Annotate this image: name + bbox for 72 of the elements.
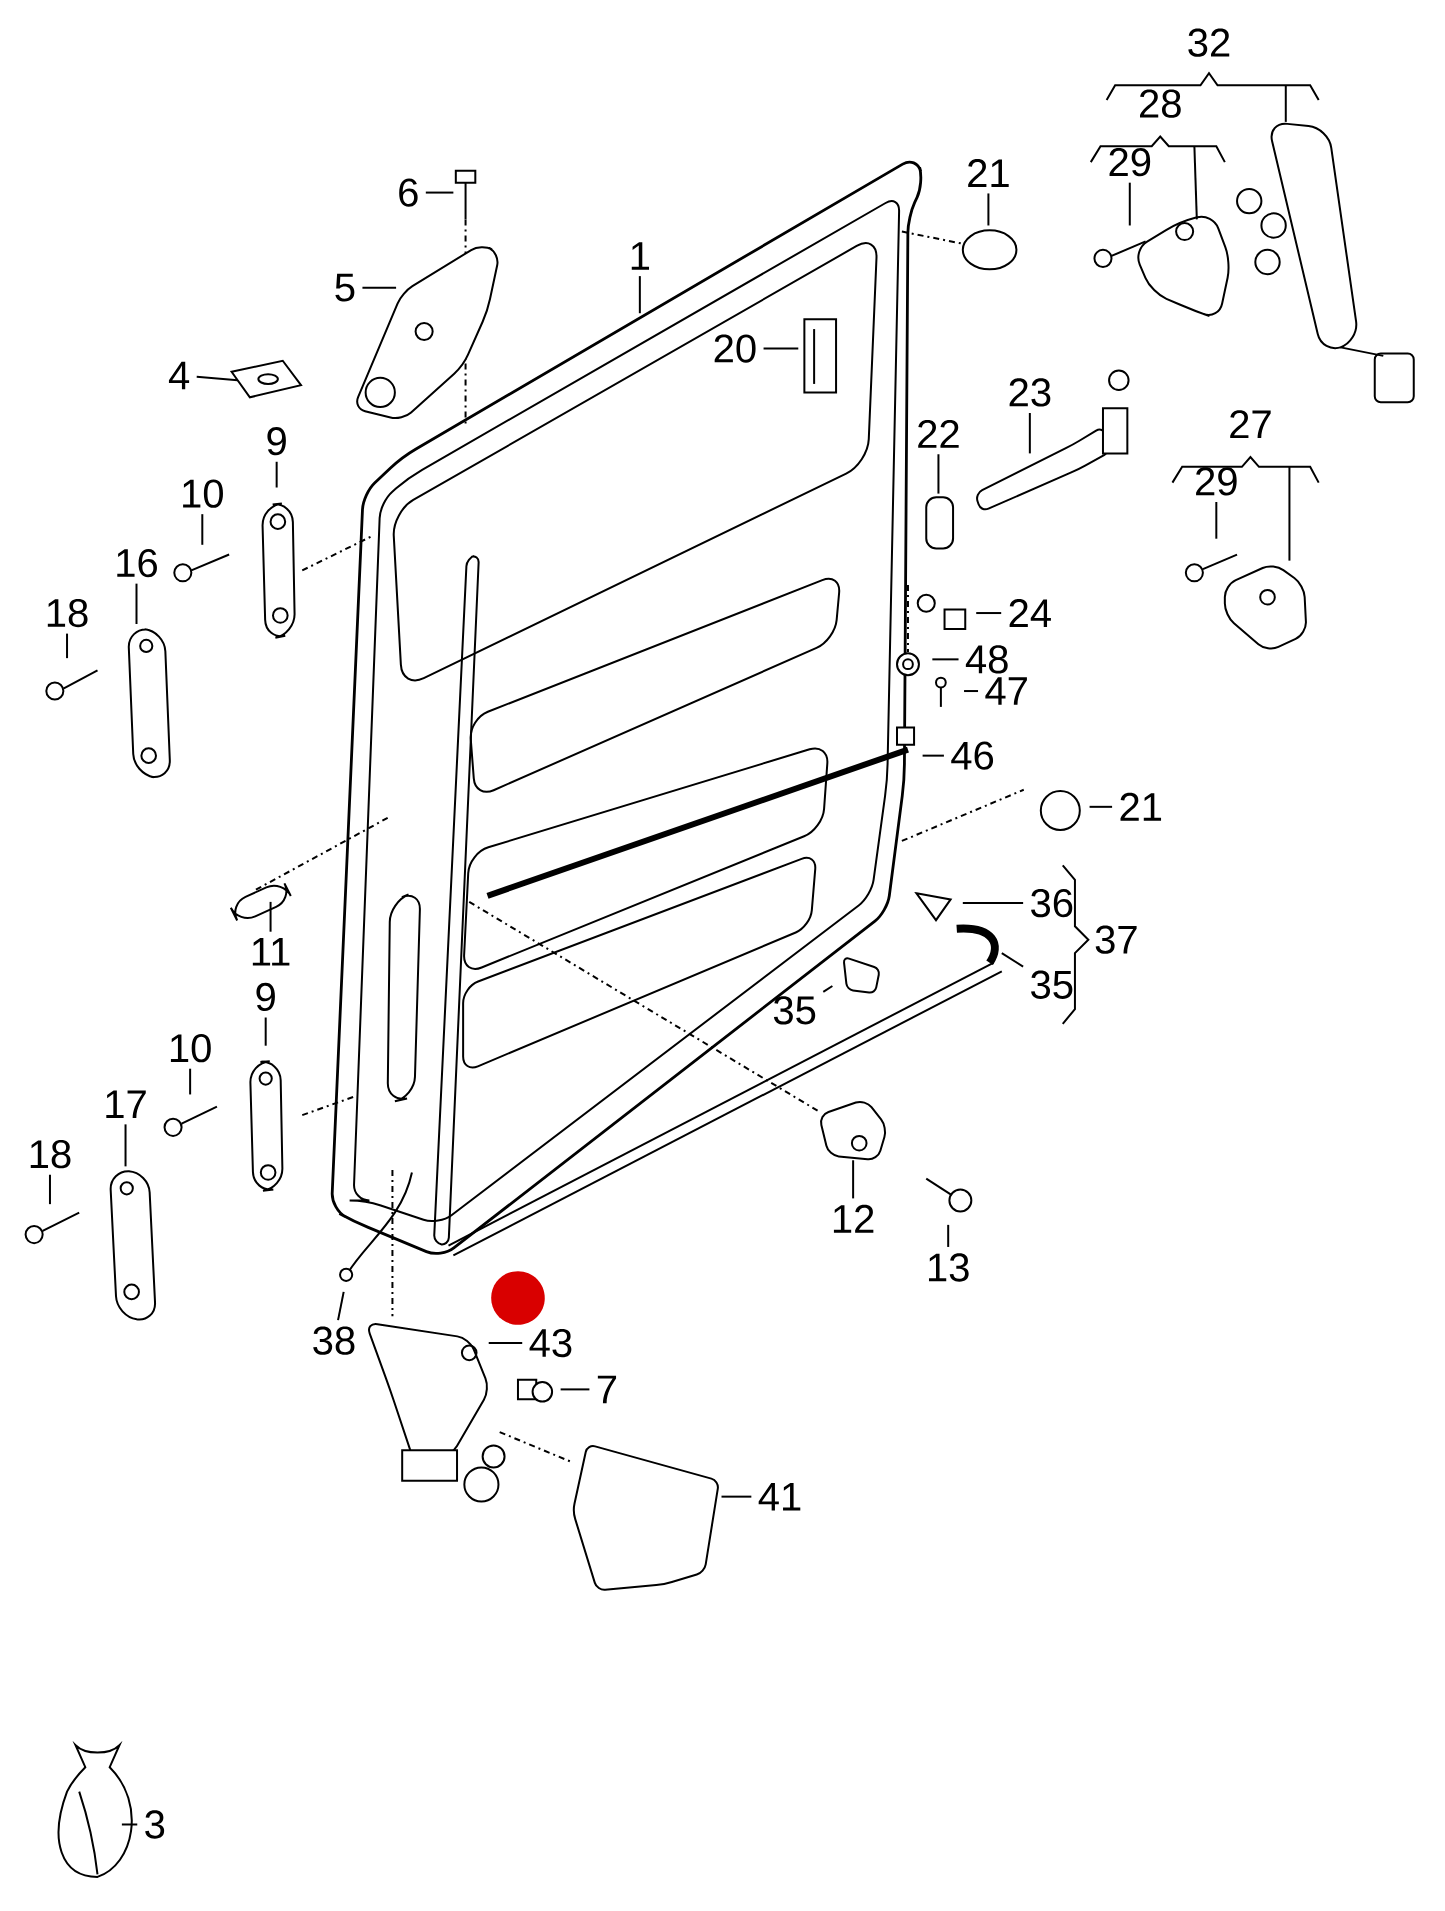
callout-number: 5 [335,273,355,302]
callout-number: 10 [170,1034,211,1063]
callout-number: 6 [399,178,418,207]
callout-number: 32 [1188,28,1230,57]
leader-line [822,985,834,993]
leader-line [962,690,979,693]
leader-line [1028,412,1031,455]
leader-line [120,1823,139,1826]
leader-line [188,1067,191,1096]
callout-number: 38 [313,1326,355,1355]
callout-number: 36 [1030,888,1073,918]
leader-line [1088,805,1113,808]
leader-line [975,612,1002,615]
callout-number: 12 [833,1204,874,1233]
callout-number: 35 [1030,970,1073,999]
leader-line [1215,501,1218,540]
leader-line [275,460,278,489]
leader-line [851,1159,854,1200]
leader-line [931,658,960,661]
callout-number: 10 [182,479,223,508]
leader-line [135,582,138,625]
callout-number: 18 [30,1140,71,1169]
leader-line [336,1290,345,1322]
callout-number: 35 [773,996,815,1025]
callout-number: 43 [529,1328,572,1358]
callout-number: 1 [631,242,649,270]
callout-number: 47 [985,677,1027,705]
leader-line [937,453,940,495]
leader-line [361,286,397,289]
leader-line [65,632,68,660]
callout-number: 17 [106,1090,146,1118]
callout-number: 37 [1095,925,1137,954]
leader-line [1128,181,1131,227]
callout-number: 29 [1195,467,1237,496]
leader-line [124,1123,127,1168]
callout-number: 13 [928,1253,969,1282]
callout-number: 22 [918,419,959,448]
leader-line [195,375,239,382]
leader-line [947,1223,949,1248]
callout-number: 21 [1120,792,1161,821]
callout-number: 27 [1230,410,1271,439]
leader-line [559,1388,591,1391]
leader-line [201,513,204,546]
leader-line [720,1495,753,1498]
leader-line [424,191,455,194]
leader-line [487,1342,523,1345]
callout-number: 16 [117,548,157,578]
callout-number: 11 [252,938,290,966]
callout-number: 9 [256,982,275,1012]
callout-number: 41 [758,1482,801,1511]
leader-line [1000,952,1024,968]
leader-line [48,1173,51,1206]
callout-number: 28 [1139,89,1181,118]
callout-number: 21 [967,159,1009,188]
callout-number: 7 [597,1375,616,1404]
callout-number: 20 [714,334,756,363]
leader-line [638,275,641,315]
callout-number: 9 [267,427,286,456]
leader-line [987,192,990,227]
callout-number: 3 [145,1810,164,1839]
callout-number: 29 [1109,147,1150,177]
callout-number: 24 [1009,599,1051,627]
leader-line [961,902,1024,905]
leader-line [269,900,272,933]
leader-line [921,754,945,757]
callout-number: 46 [951,741,993,770]
leader-line [264,1016,267,1047]
callout-number: 23 [1009,378,1051,407]
callout-number: 4 [168,361,189,390]
callout-number: 48 [965,645,1008,674]
leader-line [762,347,800,350]
callout-number: 18 [47,598,88,628]
